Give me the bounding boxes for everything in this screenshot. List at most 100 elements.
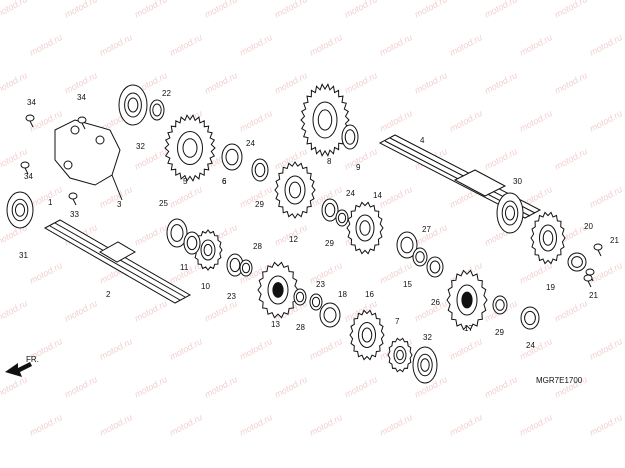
callout-34: 34: [27, 98, 36, 107]
watermark-text: motod.ru: [273, 70, 309, 96]
washer-ring: [396, 231, 418, 259]
watermark-text: motod.ru: [588, 108, 624, 134]
watermark-text: motod.ru: [483, 146, 519, 172]
watermark-text: motod.ru: [98, 184, 134, 210]
callout-27: 27: [422, 225, 431, 234]
callout-21: 21: [589, 291, 598, 300]
callout-23: 23: [227, 292, 236, 301]
callout-24: 24: [346, 189, 355, 198]
watermark-text: motod.ru: [0, 70, 29, 96]
watermark-text: motod.ru: [238, 412, 274, 438]
washer-ring: [309, 293, 323, 311]
washer-ring: [166, 218, 188, 248]
watermark-text: motod.ru: [378, 32, 414, 58]
bolt: [583, 274, 593, 288]
watermark-text: motod.ru: [553, 70, 589, 96]
watermark-text: motod.ru: [28, 260, 64, 286]
callout-29: 29: [255, 200, 264, 209]
callout-26: 26: [431, 298, 440, 307]
watermark-text: motod.ru: [203, 298, 239, 324]
callout-32: 32: [136, 142, 145, 151]
watermark-text: motod.ru: [343, 0, 379, 20]
watermark-text: motod.ru: [588, 412, 624, 438]
washer-ring: [183, 231, 201, 255]
gear: [274, 161, 316, 219]
bearing: [118, 84, 148, 126]
watermark-text: motod.ru: [203, 0, 239, 20]
washer-ring: [412, 247, 428, 267]
callout-21: 21: [610, 236, 619, 245]
gear: [387, 337, 413, 373]
watermark-text: motod.ru: [308, 260, 344, 286]
watermark-text: motod.ru: [413, 70, 449, 96]
callout-3: 3: [117, 200, 122, 209]
washer-ring: [321, 198, 339, 222]
callout-10: 10: [201, 282, 210, 291]
washer-ring: [149, 99, 165, 121]
bolt: [77, 116, 87, 130]
watermark-text: motod.ru: [518, 336, 554, 362]
callout-1: 1: [48, 198, 53, 207]
callout-30: 30: [513, 177, 522, 186]
watermark-text: motod.ru: [168, 412, 204, 438]
watermark-text: motod.ru: [28, 412, 64, 438]
watermark-text: motod.ru: [378, 184, 414, 210]
gear: [446, 269, 488, 331]
bolt: [68, 192, 78, 206]
watermark-text: motod.ru: [553, 0, 589, 20]
callout-29: 29: [495, 328, 504, 337]
watermark-text: motod.ru: [518, 412, 554, 438]
watermark-text: motod.ru: [518, 108, 554, 134]
watermark-text: motod.ru: [448, 32, 484, 58]
gear: [346, 201, 384, 255]
washer-ring: [319, 302, 341, 328]
watermark-text: motod.ru: [0, 298, 29, 324]
watermark-text: motod.ru: [238, 108, 274, 134]
washer-ring: [293, 288, 307, 306]
callout-28: 28: [253, 242, 262, 251]
bearing: [412, 346, 438, 384]
watermark-text: motod.ru: [133, 374, 169, 400]
watermark-text: motod.ru: [168, 184, 204, 210]
gear: [164, 114, 216, 182]
callout-12: 12: [289, 235, 298, 244]
gear: [530, 211, 566, 265]
callout-23: 23: [316, 280, 325, 289]
callout-4: 4: [420, 136, 425, 145]
watermark-text: motod.ru: [28, 32, 64, 58]
callout-6: 6: [222, 177, 227, 186]
callout-22: 22: [162, 89, 171, 98]
callout-20: 20: [584, 222, 593, 231]
callout-33: 33: [70, 210, 79, 219]
watermark-text: motod.ru: [98, 412, 134, 438]
watermark-text: motod.ru: [448, 412, 484, 438]
watermark-text: motod.ru: [273, 0, 309, 20]
watermark-text: motod.ru: [63, 298, 99, 324]
watermark-text: motod.ru: [63, 70, 99, 96]
watermark-text: motod.ru: [308, 32, 344, 58]
watermark-text: motod.ru: [168, 32, 204, 58]
callout-34: 34: [77, 93, 86, 102]
callout-28: 28: [296, 323, 305, 332]
watermark-layer: motod.ru motod.ru motod.ru motod.ru motod.ru…: [0, 0, 625, 438]
diagram-code: MGR7E1700: [536, 376, 583, 385]
callout-15: 15: [403, 280, 412, 289]
watermark-text: motod.ru: [133, 298, 169, 324]
callout-16: 16: [365, 290, 374, 299]
watermark-text: motod.ru: [483, 0, 519, 20]
gear: [257, 261, 299, 319]
gear-layer: [6, 83, 603, 384]
callout-24: 24: [246, 139, 255, 148]
gear: [349, 309, 385, 361]
watermark-text: motod.ru: [98, 32, 134, 58]
watermark-text: motod.ru: [553, 146, 589, 172]
watermark-text: motod.ru: [518, 260, 554, 286]
callout-11: 11: [180, 263, 189, 272]
watermark-text: motod.ru: [0, 374, 29, 400]
callout-34: 34: [24, 172, 33, 181]
watermark-text: motod.ru: [588, 184, 624, 210]
washer-ring: [341, 124, 359, 150]
watermark-text: motod.ru: [623, 0, 625, 20]
washer-ring: [335, 209, 349, 227]
